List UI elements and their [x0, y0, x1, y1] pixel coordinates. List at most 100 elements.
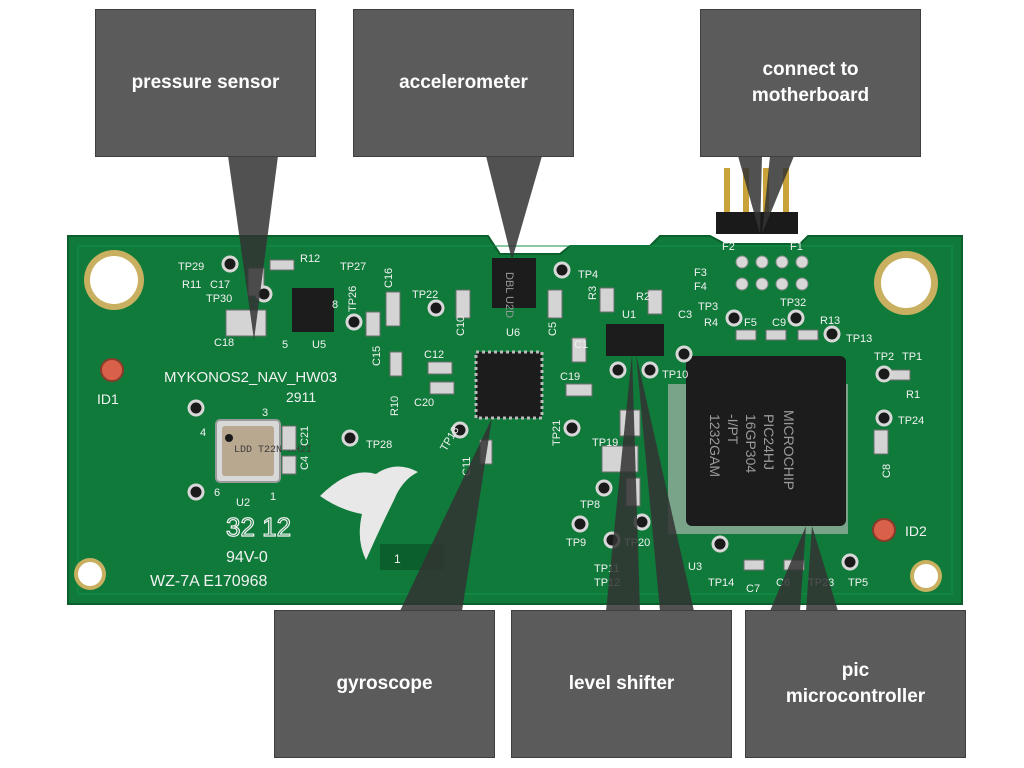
accelerometer-chip: DBL U2D	[492, 258, 536, 318]
svg-text:R3: R3	[587, 286, 599, 300]
pointer-pic-left	[770, 526, 806, 611]
svg-text:C15: C15	[371, 346, 383, 366]
svg-text:TP14: TP14	[708, 577, 734, 589]
callout-level-shifter-text: level shifter	[568, 673, 675, 694]
svg-text:TP8: TP8	[580, 499, 600, 511]
test-points	[187, 255, 893, 571]
pointer-gyroscope	[400, 418, 492, 611]
svg-text:5: 5	[282, 339, 288, 351]
chip-line1-text: PIC24HJ	[761, 414, 777, 470]
id1-fiducial	[100, 358, 124, 382]
svg-text:8: 8	[332, 299, 338, 311]
date-code: 32 12	[226, 512, 291, 542]
svg-text:1: 1	[270, 491, 276, 503]
svg-text:C18: C18	[214, 337, 234, 349]
callout-pic-line1: pic	[841, 660, 870, 681]
svg-text:TP32: TP32	[780, 297, 806, 309]
svg-text:C19: C19	[560, 371, 580, 383]
callout-pic-line2: microcontroller	[785, 686, 926, 707]
pointer-pic-right	[806, 526, 838, 611]
svg-text:TP10: TP10	[662, 369, 688, 381]
chip-line4-text: 1232GAM	[707, 414, 723, 477]
svg-text:TP21: TP21	[551, 420, 563, 446]
label-box-text: 1	[394, 552, 401, 566]
svg-text:C21: C21	[299, 426, 311, 446]
pointer-accelerometer	[486, 156, 542, 260]
svg-text:F4: F4	[694, 281, 707, 293]
svg-text:TP3: TP3	[698, 301, 718, 313]
gyroscope-chip	[474, 350, 544, 420]
pointer-level-shifter-right	[636, 354, 694, 611]
svg-text:TP1: TP1	[902, 351, 922, 363]
svg-text:C16: C16	[383, 268, 395, 288]
svg-text:TP2: TP2	[874, 351, 894, 363]
board-number: 2911	[286, 389, 316, 405]
svg-text:C8: C8	[881, 464, 893, 478]
chip-line2-text: 16GP304	[743, 414, 759, 473]
svg-text:R13: R13	[820, 315, 840, 327]
pressure-chip-text: LDD T22N HH2I	[234, 445, 312, 456]
svg-text:R4: R4	[704, 317, 718, 329]
callout-connect-line1: connect to	[762, 59, 859, 80]
svg-text:C10: C10	[455, 316, 467, 336]
svg-text:TP29: TP29	[178, 261, 204, 273]
callout-pressure-sensor-text: pressure sensor	[131, 72, 280, 93]
svg-text:TP24: TP24	[898, 415, 924, 427]
id2-label: ID2	[905, 523, 927, 539]
accel-chip-text: DBL U2D	[503, 272, 515, 318]
callout-pointers	[228, 156, 838, 611]
svg-text:F2: F2	[722, 241, 735, 253]
svg-text:R10: R10	[389, 396, 401, 416]
svg-text:TP27: TP27	[340, 261, 366, 273]
svg-text:C20: C20	[414, 397, 434, 409]
svg-text:C1: C1	[574, 339, 588, 351]
svg-text:F3: F3	[694, 267, 707, 279]
id1-label: ID1	[97, 391, 119, 407]
svg-text:TP26: TP26	[347, 286, 359, 312]
svg-text:C3: C3	[678, 309, 692, 321]
svg-text:C4: C4	[299, 456, 311, 470]
svg-text:U2: U2	[236, 497, 250, 509]
id2-fiducial	[872, 518, 896, 542]
mounting-holes	[74, 250, 942, 592]
svg-text:TP19: TP19	[592, 437, 618, 449]
svg-text:R11: R11	[182, 279, 201, 291]
svg-text:U3: U3	[688, 561, 702, 573]
callout-gyroscope: gyroscope	[274, 610, 495, 758]
svg-text:C5: C5	[547, 322, 559, 336]
callout-level-shifter: level shifter	[511, 610, 732, 758]
svg-text:TP30: TP30	[206, 293, 232, 305]
bird-logo	[320, 466, 418, 560]
svg-text:6: 6	[214, 487, 220, 499]
pic-microcontroller-chip: MICROCHIP PIC24HJ 16GP304 -I/PT 1232GAM	[668, 356, 848, 534]
svg-text:U5: U5	[312, 339, 326, 351]
callout-connect-to-motherboard: connect to motherboard	[700, 9, 921, 157]
svg-text:TP5: TP5	[848, 577, 868, 589]
callout-accelerometer-text: accelerometer	[399, 72, 528, 93]
svg-text:R1: R1	[906, 389, 920, 401]
u5-chip	[292, 288, 334, 332]
svg-text:C7: C7	[746, 583, 760, 595]
pointer-connect-right	[762, 156, 794, 234]
svg-text:TP13: TP13	[846, 333, 872, 345]
ul-code: WZ-7A E170968	[150, 573, 268, 590]
callout-accelerometer: accelerometer	[353, 9, 574, 157]
svg-text:R12: R12	[300, 253, 320, 265]
svg-text:U1: U1	[622, 309, 636, 321]
board-name: MYKONOS2_NAV_HW03	[164, 369, 337, 386]
callout-pressure-sensor: pressure sensor	[95, 9, 316, 157]
callout-pic-microcontroller: pic microcontroller	[745, 610, 966, 758]
svg-text:F5: F5	[744, 317, 757, 329]
svg-text:C12: C12	[424, 349, 444, 361]
level-shifter-chip	[606, 324, 664, 356]
svg-text:TP22: TP22	[412, 289, 438, 301]
svg-text:TP4: TP4	[578, 269, 598, 281]
svg-text:TP9: TP9	[566, 537, 586, 549]
pointer-connect-left	[738, 156, 762, 234]
pointer-pressure-sensor	[228, 156, 278, 340]
callout-gyroscope-text: gyroscope	[336, 673, 433, 694]
pointer-level-shifter	[606, 354, 640, 611]
callout-connect-line2: motherboard	[751, 85, 870, 106]
svg-text:R2: R2	[636, 291, 650, 303]
